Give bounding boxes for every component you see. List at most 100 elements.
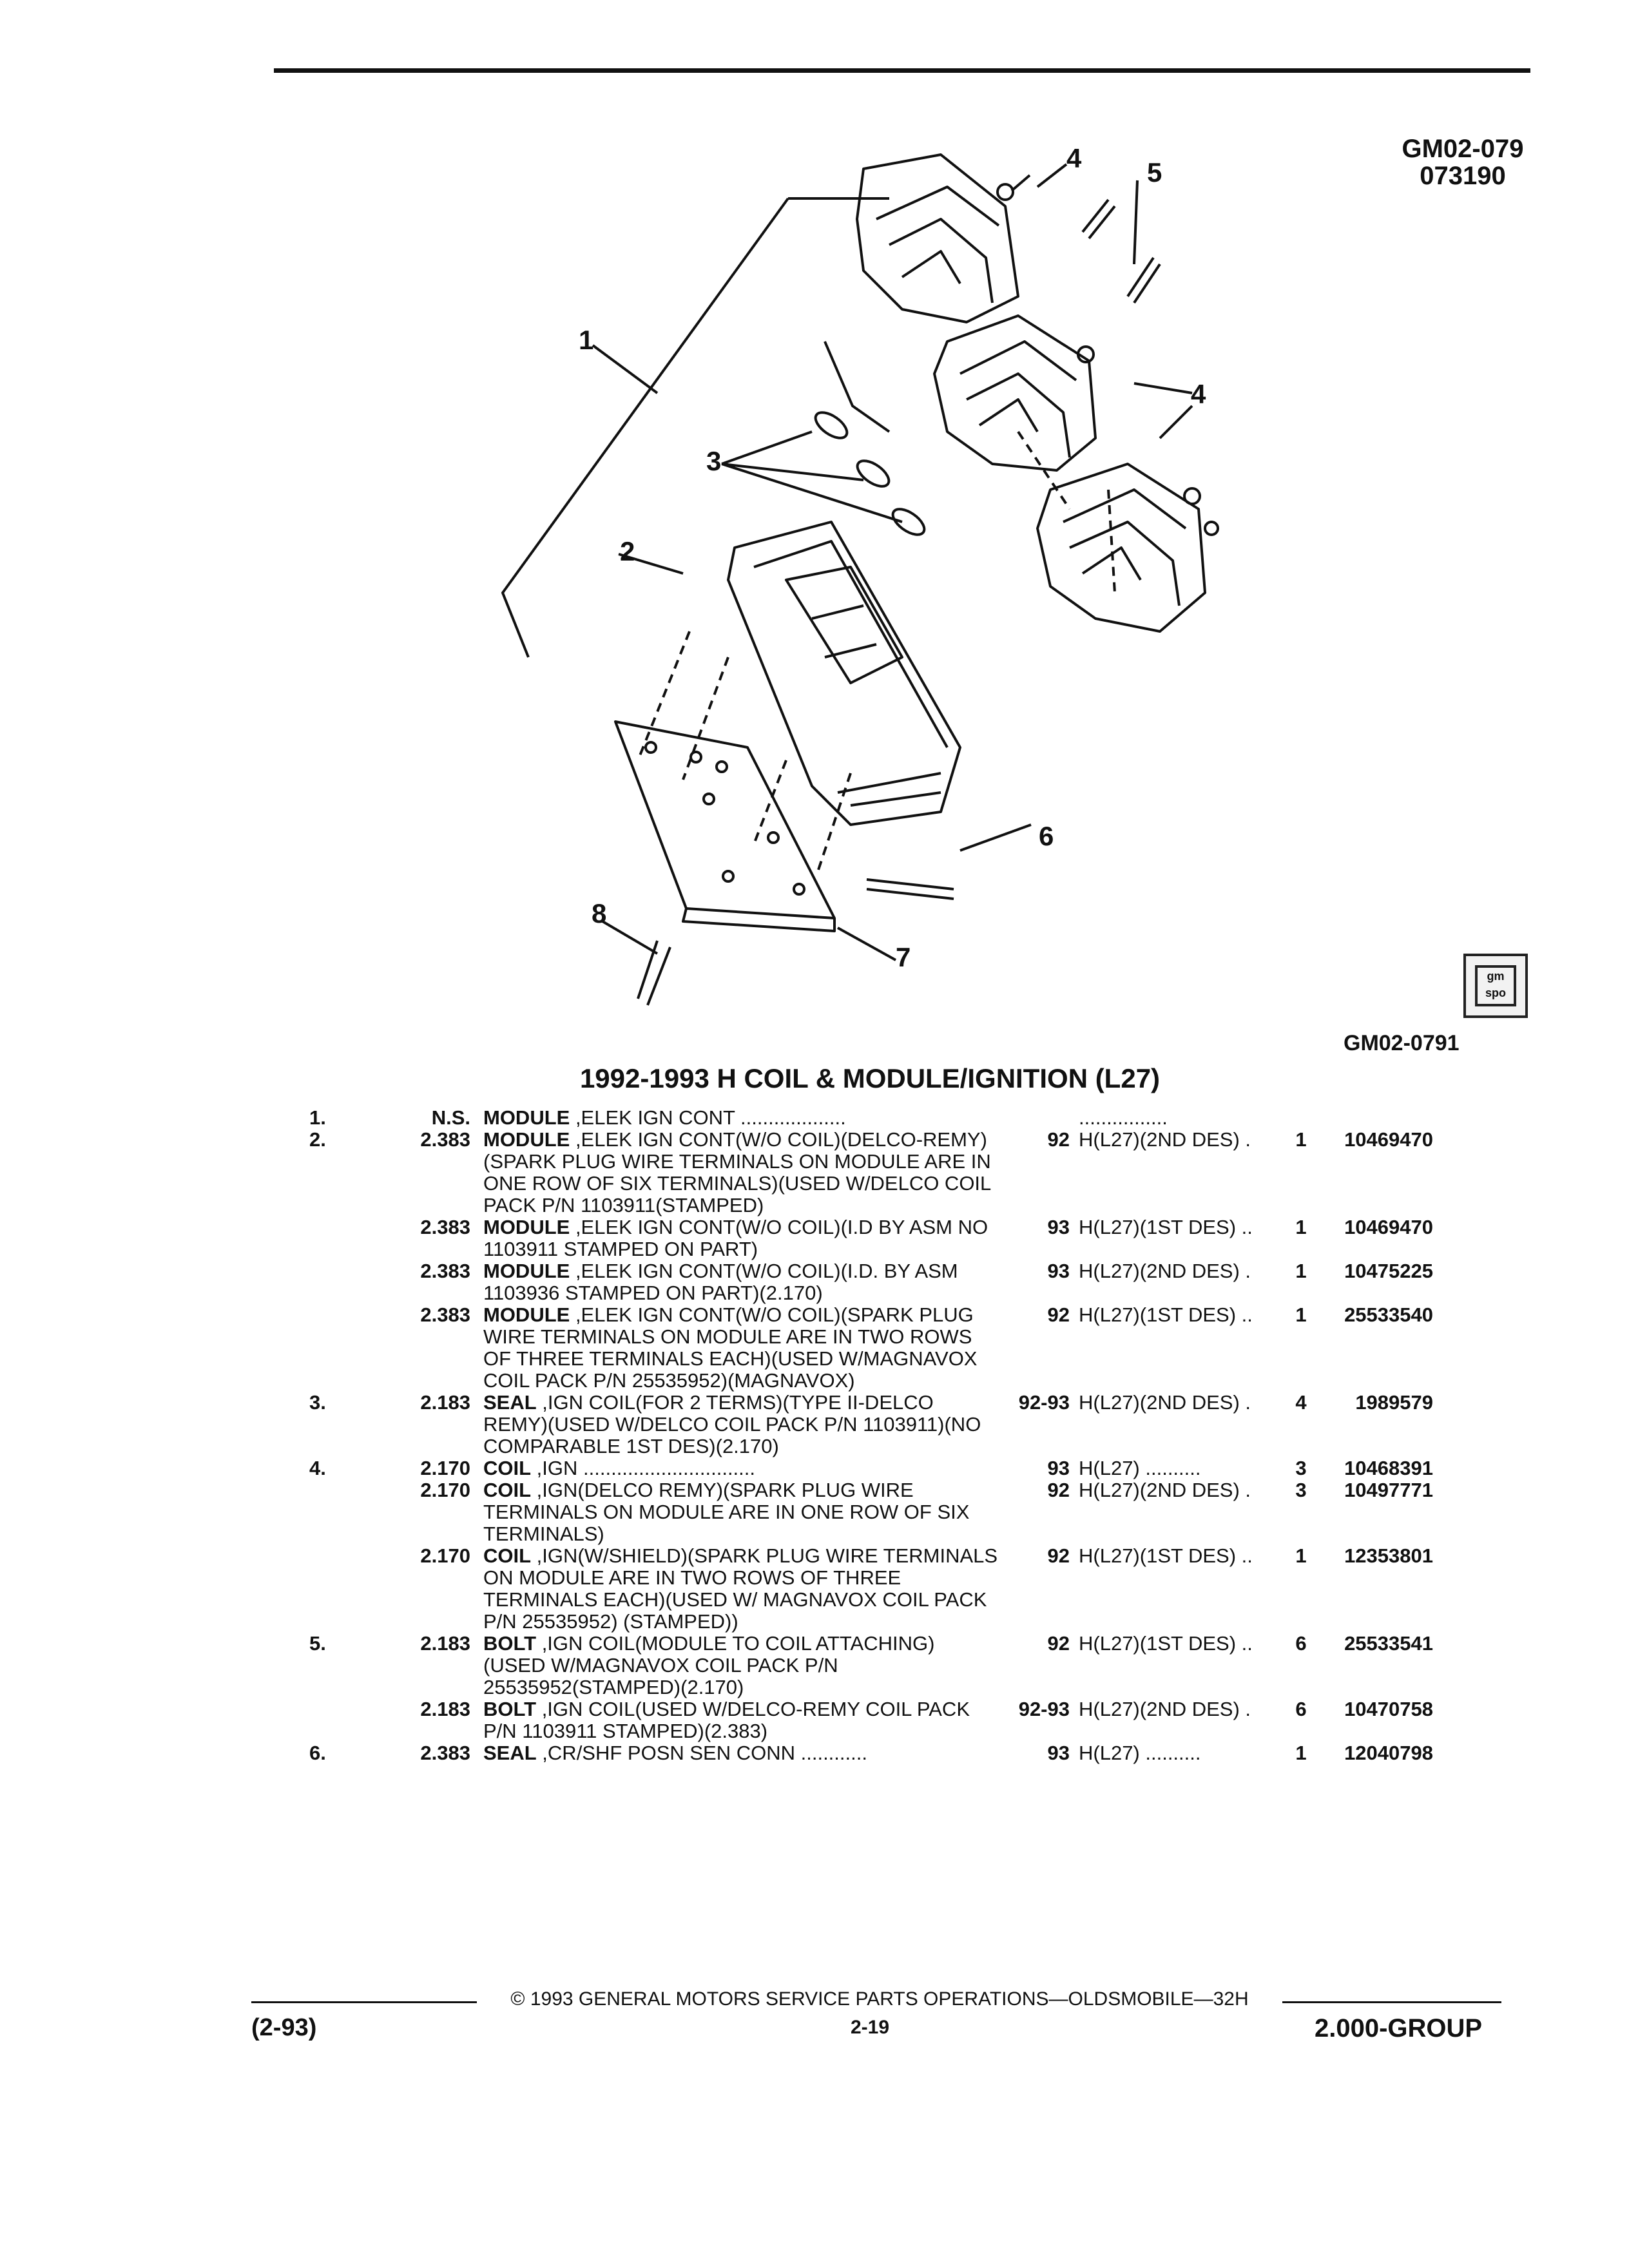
quantity: 1 [1295,1128,1307,1151]
model-year: 92 [1047,1632,1070,1655]
quantity: 6 [1295,1632,1307,1655]
model-year: 93 [1047,1216,1070,1238]
part-name: SEAL [483,1391,537,1414]
part-description: ,IGN COIL(USED W/DELCO-REMY COIL PACK P/… [483,1698,970,1742]
part-description: ,ELEK IGN CONT ................... [570,1106,846,1129]
quantity: 1 [1295,1303,1307,1326]
callout-4-top: 4 [1066,143,1082,173]
callout-3: 3 [706,446,721,476]
quantity: 1 [1295,1216,1307,1238]
item-number: 6. [309,1742,326,1764]
parts-table: 1.N.S.MODULE ,ELEK IGN CONT ............… [309,1107,1433,1764]
callout-7: 7 [896,942,911,972]
part-name: COIL [483,1544,532,1567]
description: COIL ,IGN ..............................… [483,1457,999,1479]
part-description: ,ELEK IGN CONT(W/O COIL)(I.D BY ASM NO 1… [483,1216,988,1260]
part-number: 10497771 [1344,1479,1433,1501]
page-number: 2-19 [851,2017,890,2038]
table-row: 1.N.S.MODULE ,ELEK IGN CONT ............… [309,1107,1433,1129]
group-label: 2.000-GROUP [1315,2014,1483,2042]
model-year: 93 [1047,1260,1070,1282]
part-number: 25533541 [1344,1632,1433,1655]
callout-labels: 1 2 3 4 4 5 6 7 8 [579,143,1206,972]
description: MODULE ,ELEK IGN CONT(W/O COIL)(DELCO-RE… [483,1129,999,1216]
group-number: 2.183 [420,1632,470,1655]
callout-6: 6 [1039,821,1054,851]
figure-id: GM02-0791 [1344,1031,1460,1055]
model-usage: H(L27) .......... [1079,1457,1201,1479]
figure-date: 073190 [1420,162,1506,190]
item-number: 4. [309,1457,326,1479]
part-description: ,IGN(DELCO REMY)(SPARK PLUG WIRE TERMINA… [483,1479,970,1545]
callout-4-mid: 4 [1191,379,1206,409]
part-name: MODULE [483,1128,570,1151]
description: MODULE ,ELEK IGN CONT ..................… [483,1107,999,1129]
callout-2: 2 [620,536,635,566]
table-row: 2.383 MODULE ,ELEK IGN CONT(W/O COIL)(SPA… [309,1304,1433,1392]
description: COIL ,IGN(DELCO REMY)(SPARK PLUG WIRE TE… [483,1479,999,1545]
part-number: 10469470 [1344,1216,1433,1238]
model-usage: H(L27)(2ND DES) . [1079,1479,1251,1501]
model-year: 92-93 [1018,1391,1070,1414]
description: BOLT ,IGN COIL(MODULE TO COIL ATTACHING)… [483,1633,999,1698]
quantity: 6 [1295,1698,1307,1720]
group-number: 2.170 [420,1544,470,1567]
table-row: 5. 2.183 BOLT ,IGN COIL(MODULE TO COIL ATT… [309,1633,1433,1698]
model-year: 92 [1047,1303,1070,1326]
group-number: 2.183 [420,1698,470,1720]
callout-1: 1 [579,325,593,355]
part-description: ,IGN COIL(MODULE TO COIL ATTACHING) (USE… [483,1632,935,1698]
group-number: 2.383 [420,1303,470,1326]
model-year: 93 [1047,1457,1070,1479]
callout-5: 5 [1147,157,1162,187]
model-usage: H(L27) .......... [1079,1742,1201,1764]
quantity: 3 [1295,1479,1307,1501]
model-usage: H(L27)(2ND DES) . [1079,1698,1251,1720]
exploded-view-diagram: 1 2 3 4 4 5 6 7 8 [501,143,1219,1006]
description: MODULE ,ELEK IGN CONT(W/O COIL)(SPARK PL… [483,1304,999,1392]
description: BOLT ,IGN COIL(USED W/DELCO-REMY COIL PA… [483,1698,999,1742]
date-code: (2-93) [251,2014,317,2041]
section-title: 1992-1993 H COIL & MODULE/IGNITION (L27) [579,1063,1161,1093]
footer-rule-left [251,2001,477,2003]
part-number: 1989579 [1355,1391,1433,1414]
item-number: 5. [309,1632,326,1655]
table-row: 6. 2.383 SEAL ,CR/SHF POSN SEN CONN ......… [309,1742,1433,1764]
part-name: MODULE [483,1106,570,1129]
part-number: 12353801 [1344,1544,1433,1567]
figure-code-block: GM02-079 073190 [1385,135,1540,189]
model-usage: H(L27)(1ST DES) .. [1079,1216,1253,1238]
part-number: 25533540 [1344,1303,1433,1326]
part-name: MODULE [483,1216,570,1238]
part-number: 12040798 [1344,1742,1433,1764]
group-number: 2.170 [420,1457,470,1479]
model-year: 92 [1047,1128,1070,1151]
callout-8: 8 [592,898,606,928]
group-number: 2.383 [420,1742,470,1764]
quantity: 1 [1295,1260,1307,1282]
model-usage: H(L27)(1ST DES) .. [1079,1544,1253,1567]
model-usage: H(L27)(2ND DES) . [1079,1391,1251,1414]
model-usage: H(L27)(2ND DES) . [1079,1128,1251,1151]
figure-code: GM02-079 [1402,135,1524,163]
item-number: 1. [309,1106,326,1129]
part-description: ,ELEK IGN CONT(W/O COIL)(I.D. BY ASM 110… [483,1260,958,1304]
model-year: 92 [1047,1544,1070,1567]
part-name: BOLT [483,1632,537,1655]
model-year: 93 [1047,1742,1070,1764]
item-number [309,1260,380,1304]
item-number [309,1304,380,1392]
item-number: 3. [309,1391,326,1414]
part-description: ,IGN COIL(FOR 2 TERMS)(TYPE II-DELCO REM… [483,1391,981,1457]
item-number [309,1479,380,1545]
part-name: MODULE [483,1260,570,1282]
part-description: ,CR/SHF POSN SEN CONN ............ [536,1742,867,1764]
description: SEAL ,CR/SHF POSN SEN CONN ............ [483,1742,999,1764]
model-year [999,1107,1079,1129]
